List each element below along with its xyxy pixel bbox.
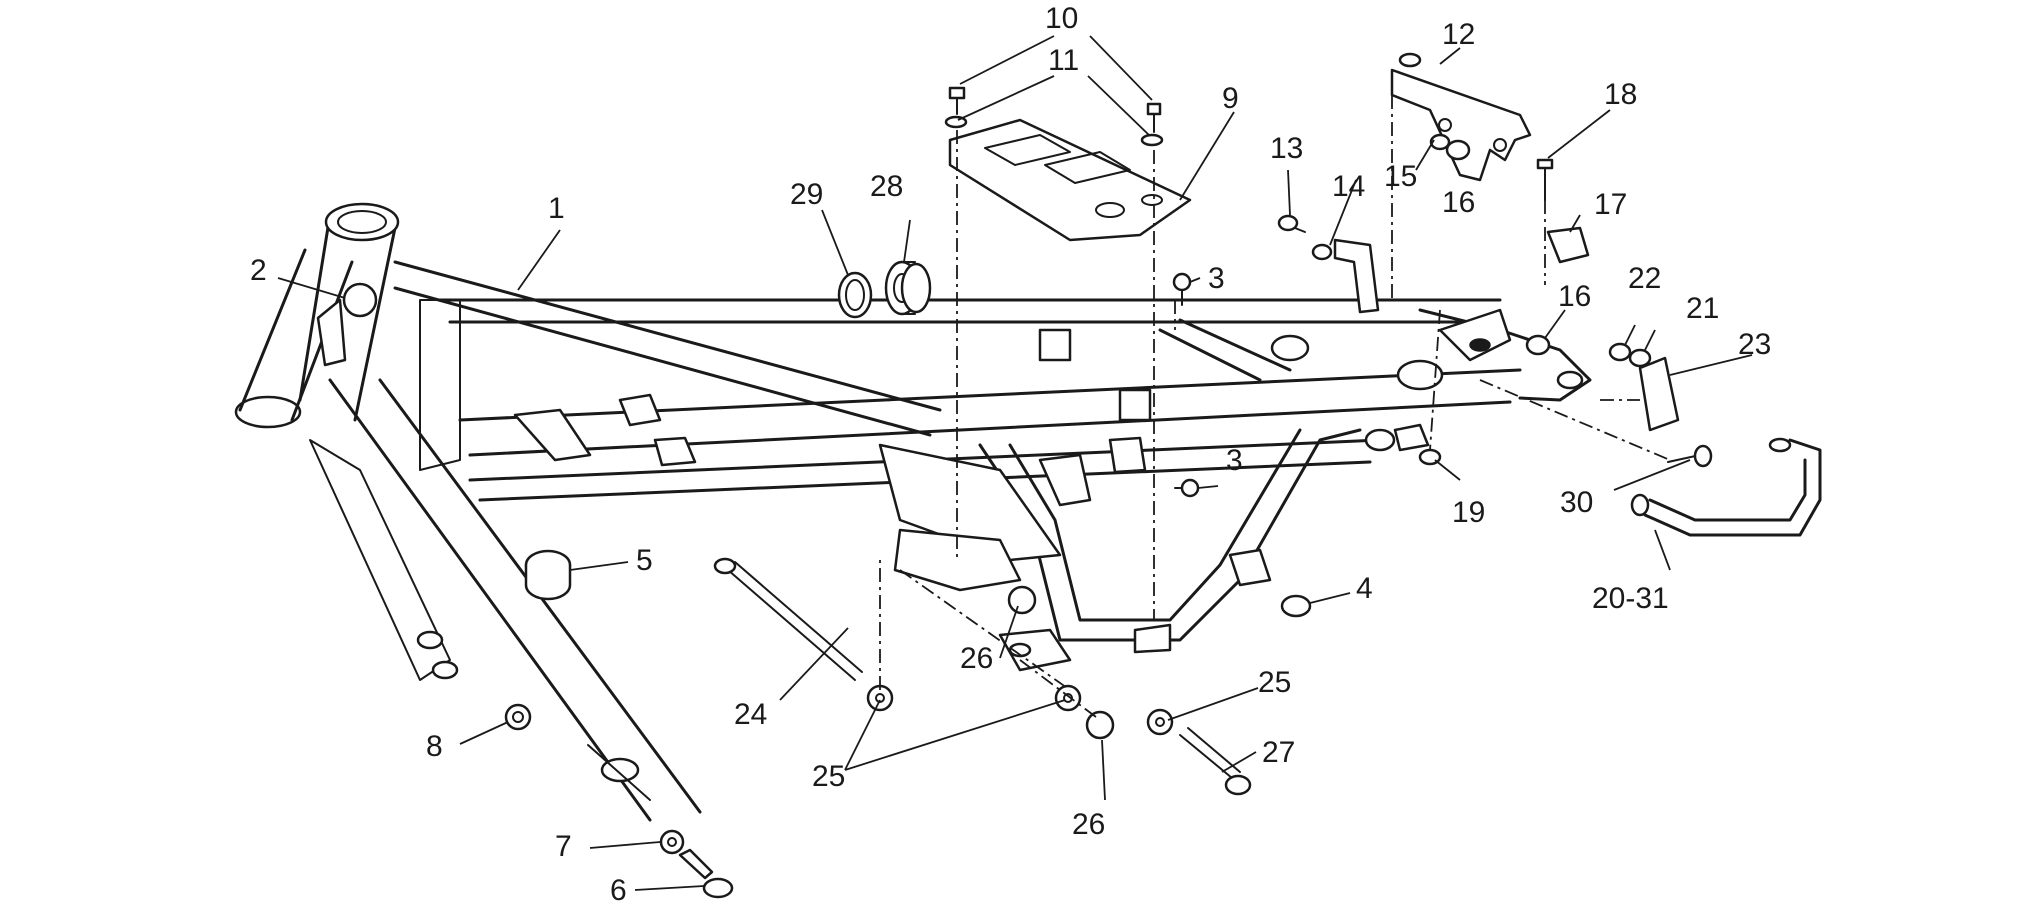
callout-27: 27	[1262, 736, 1295, 769]
callout-30: 30	[1560, 486, 1593, 519]
callout-11: 11	[1048, 44, 1079, 77]
part-20-31-bent-rail	[1630, 437, 1822, 537]
callout-22: 22	[1628, 262, 1661, 295]
callout-17: 17	[1594, 188, 1627, 221]
part-4-nut	[1280, 594, 1312, 618]
callout-26-upper: 26	[960, 642, 993, 675]
callout-13: 13	[1270, 132, 1303, 165]
callout-21: 21	[1686, 292, 1719, 325]
callout-numbers: 1 2 3 3 4 5 6 7 8 9 10 11 12 13 14 15 16…	[250, 2, 1771, 905]
part-16-nut-upper	[1445, 139, 1471, 161]
part-16-nut-lower	[1525, 334, 1551, 356]
part-26-nuts	[1007, 585, 1115, 740]
part-7-washer	[659, 829, 685, 855]
part-9-battery-tray	[948, 118, 1192, 242]
part-25-washers	[866, 684, 1174, 736]
part-3-bolts	[1172, 272, 1200, 498]
part-13-bolt	[1277, 214, 1306, 233]
part-15-washer	[1429, 133, 1451, 151]
part-12-mount-bracket	[1390, 52, 1532, 182]
callout-28: 28	[870, 170, 903, 203]
callout-3-upper: 3	[1208, 262, 1225, 295]
part-29-hose-clamp	[837, 271, 873, 319]
callout-19: 19	[1452, 496, 1485, 529]
part-27-bolt	[1179, 727, 1252, 796]
part-2-steering-lock	[316, 282, 378, 367]
callout-4: 4	[1356, 572, 1373, 605]
part-21-nut	[1628, 348, 1652, 368]
main-frame	[234, 202, 1592, 822]
callout-10: 10	[1045, 2, 1078, 35]
part-22-washer	[1608, 342, 1632, 362]
callout-26-lower: 26	[1072, 808, 1105, 841]
callout-5: 5	[636, 544, 653, 577]
callout-25-left: 25	[812, 760, 845, 793]
callout-2: 2	[250, 254, 267, 287]
callout-16-lower: 16	[1558, 280, 1591, 313]
callout-7: 7	[555, 830, 572, 863]
callout-18: 18	[1604, 78, 1637, 111]
callout-23: 23	[1738, 328, 1771, 361]
callout-1: 1	[548, 192, 565, 225]
callout-6: 6	[610, 874, 627, 905]
part-24-bolt	[713, 557, 863, 681]
assembly-axis-lines	[879, 95, 1671, 721]
callout-15: 15	[1384, 160, 1417, 193]
callout-8: 8	[426, 730, 443, 763]
callout-24: 24	[734, 698, 767, 731]
callout-25-right: 25	[1258, 666, 1291, 699]
part-6-bolt	[678, 848, 734, 899]
callout-20-31: 20-31	[1592, 582, 1669, 615]
part-18-bolt	[1536, 158, 1554, 201]
part-28-rubber-sleeve	[884, 260, 932, 316]
part-8-nut	[504, 703, 532, 731]
part-14-bracket	[1311, 238, 1380, 314]
callout-3-lower: 3	[1226, 444, 1243, 477]
part-10-bolts	[948, 86, 1162, 133]
part-5-plug	[524, 549, 572, 601]
part-30-bolt	[1667, 444, 1713, 468]
callout-leader-lines	[277, 35, 1753, 891]
callout-14: 14	[1332, 170, 1365, 203]
callout-16-upper: 16	[1442, 186, 1475, 219]
callout-12: 12	[1442, 18, 1475, 51]
part-23-bracket	[1638, 356, 1680, 432]
callout-9: 9	[1222, 82, 1239, 115]
part-17-clip	[1546, 226, 1590, 264]
callout-29: 29	[790, 178, 823, 211]
